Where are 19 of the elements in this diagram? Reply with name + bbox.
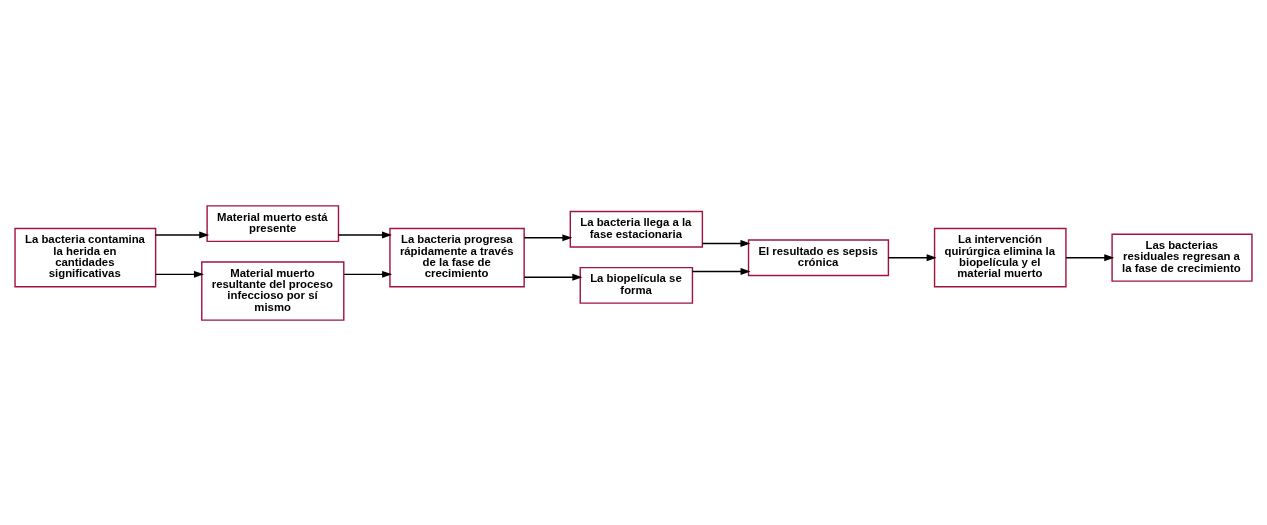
arrow [701, 239, 751, 247]
node-box: La bacteria llega a la fase estacionaria [569, 210, 704, 248]
node-box: La biopelícula se forma [579, 266, 694, 304]
arrow [1065, 253, 1115, 261]
arrow [887, 253, 937, 261]
arrow [523, 233, 573, 241]
arrow [154, 230, 210, 238]
arrow [691, 267, 751, 275]
node-box: Material muerto resultante del proceso infeccioso por sí mismo [201, 260, 345, 321]
node-box: El resultado es sepsis crónica [747, 238, 890, 276]
arrow [343, 270, 393, 278]
arrow [523, 273, 583, 281]
node-box: Las bacterias residuales regresan a la fase de crecimiento [1111, 233, 1253, 282]
arrow [337, 230, 392, 238]
node-box: La intervención quirúrgica elimina la biopelícula y el material muerto [933, 227, 1067, 287]
node-box: La bacteria progresa rápidamente a través de la fase de crecimiento [389, 227, 525, 287]
node-box: La bacteria contamina la herida en cantidades significativas [14, 227, 157, 287]
arrow [154, 270, 204, 278]
node-box: Material muerto está presente [206, 204, 340, 242]
